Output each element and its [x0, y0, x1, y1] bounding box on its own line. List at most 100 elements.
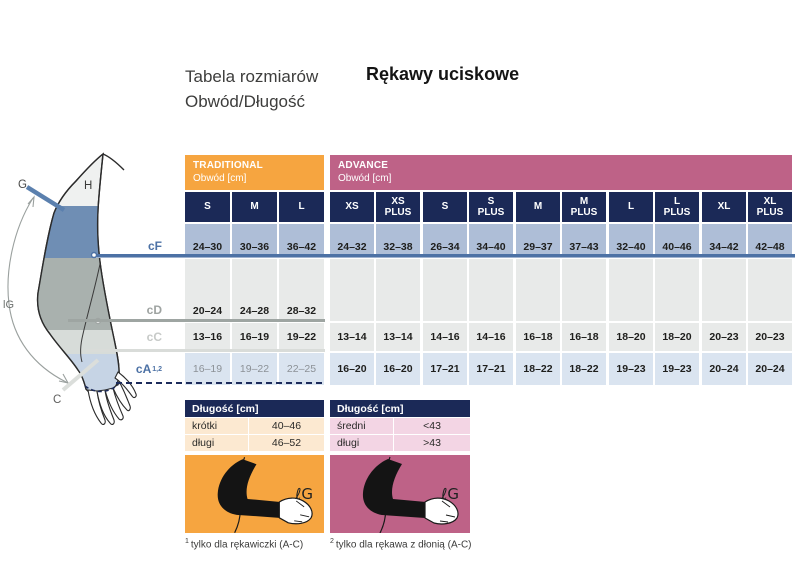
cell-cF: 29–37 [516, 224, 560, 255]
g-label: G [18, 179, 27, 191]
cell-cA: 20–24 [702, 353, 746, 385]
column-header-M-PLUS: M PLUS [562, 192, 606, 222]
advance-column-M: M 29–37 16–18 18–22 [516, 192, 560, 385]
cell-cC: 13–16 [185, 323, 230, 351]
cell-cD [562, 259, 606, 321]
length-row-label: średni [330, 418, 393, 434]
footnote-1-marker: 1 [185, 538, 189, 545]
cell-cD: 24–28 [232, 259, 277, 321]
advance-length-figure: ℓG [330, 455, 470, 534]
cell-cD [748, 259, 792, 321]
traditional-subtitle: Obwód [cm] [193, 173, 247, 184]
advance-column-S: S 26–34 14–16 17–21 [423, 192, 467, 385]
cell-cC: 19–22 [279, 323, 324, 351]
cell-cA: 16–20 [330, 353, 374, 385]
cell-cF: 26–34 [423, 224, 467, 255]
advance-column-L: L 32–40 18–20 19–23 [609, 192, 653, 385]
cell-cD [655, 259, 699, 321]
traditional-header: TRADITIONAL Obwód [cm] [185, 155, 324, 190]
advance-column-XL-PLUS: XL PLUS 42–48 20–23 20–24 [748, 192, 792, 385]
cell-cA: 19–23 [609, 353, 653, 385]
length-table-traditional: Długość [cm] krótki 40–46 długi 46–52 [185, 400, 324, 451]
footnote-1-text: tylko dla rękawiczki (A-C) [190, 539, 304, 551]
cell-cC: 14–16 [423, 323, 467, 351]
cell-cD [469, 259, 513, 321]
cell-cF: 36–42 [279, 224, 324, 255]
length-table-advance: Długość [cm] średni <43 długi >43 [330, 400, 470, 451]
length-row-value: 46–52 [249, 435, 324, 451]
length-row: długi >43 [330, 435, 470, 451]
advance-header: ADVANCE Obwód [cm] [330, 155, 792, 190]
cell-cD [609, 259, 653, 321]
c-label: C [53, 394, 61, 406]
cell-cF: 24–32 [330, 224, 374, 255]
cell-cA: 16–19 [185, 353, 230, 385]
cell-cC: 16–18 [516, 323, 560, 351]
cell-cA: 17–21 [469, 353, 513, 385]
row-label-cC: cC [146, 330, 162, 344]
length-row: długi 46–52 [185, 435, 324, 451]
advance-subtitle: Obwód [cm] [338, 173, 392, 184]
cell-cC: 18–20 [655, 323, 699, 351]
cell-cA: 16–20 [376, 353, 420, 385]
cell-cC: 13–14 [330, 323, 374, 351]
cell-cC: 16–18 [562, 323, 606, 351]
figure-lG-label: ℓG [441, 485, 459, 503]
column-header-L: L [279, 192, 324, 222]
cF-measure-line [96, 254, 795, 258]
cell-cF: 34–40 [469, 224, 513, 255]
cD-measure-line [68, 319, 325, 322]
column-header-XL-PLUS: XL PLUS [748, 192, 792, 222]
cell-cD [702, 259, 746, 321]
cell-cD [423, 259, 467, 321]
cell-cC: 20–23 [748, 323, 792, 351]
cell-cF: 32–38 [376, 224, 420, 255]
length-row-label: krótki [185, 418, 248, 434]
traditional-column-L: L 36–42 28–32 19–22 22–25 [279, 192, 324, 385]
length-row-value: <43 [394, 418, 470, 434]
column-header-XS-PLUS: XS PLUS [376, 192, 420, 222]
column-header-S: S [423, 192, 467, 222]
cell-cA: 19–23 [655, 353, 699, 385]
footnote-2-text: tylko dla rękawa z dłonią (A-C) [335, 539, 472, 551]
cell-cC: 18–20 [609, 323, 653, 351]
cell-cA: 18–22 [516, 353, 560, 385]
g-marker-line [25, 185, 66, 212]
page-title: Rękawy uciskowe [366, 64, 520, 84]
cell-cF: 40–46 [655, 224, 699, 255]
length-table-title: Długość [cm] [330, 400, 470, 417]
column-header-M: M [232, 192, 277, 222]
length-arrow-head-bottom [58, 373, 70, 384]
advance-title: ADVANCE [338, 160, 389, 171]
cell-cF: 42–48 [748, 224, 792, 255]
wrist-dashed-arc [84, 384, 119, 393]
length-row-value: >43 [394, 435, 470, 451]
cell-cD [376, 259, 420, 321]
traditional-title: TRADITIONAL [193, 160, 263, 171]
column-header-L-PLUS: L PLUS [655, 192, 699, 222]
subtitle-line1: Tabela rozmiarów [185, 67, 319, 86]
column-header-S: S [185, 192, 230, 222]
length-arrow-curve [7, 197, 69, 384]
cell-cC: 13–14 [376, 323, 420, 351]
column-header-L: L [609, 192, 653, 222]
cell-cC: 14–16 [469, 323, 513, 351]
torso-line [80, 263, 101, 363]
cell-cD: 28–32 [279, 259, 324, 321]
row-label-cD: cD [146, 303, 162, 317]
cell-cF: 34–42 [702, 224, 746, 255]
cell-cA: 22–25 [279, 353, 324, 385]
cell-cA: 18–22 [562, 353, 606, 385]
column-header-XS: XS [330, 192, 374, 222]
cell-cC: 16–19 [232, 323, 277, 351]
length-row: krótki 40–46 [185, 418, 324, 434]
advance-column-L-PLUS: L PLUS 40–46 18–20 19–23 [655, 192, 699, 385]
length-row: średni <43 [330, 418, 470, 434]
cell-cF: 32–40 [609, 224, 653, 255]
figure-lG-label: ℓG [295, 485, 313, 503]
cA-measure-line-dashed [116, 382, 322, 384]
arm-outline-stroke [36, 152, 120, 396]
